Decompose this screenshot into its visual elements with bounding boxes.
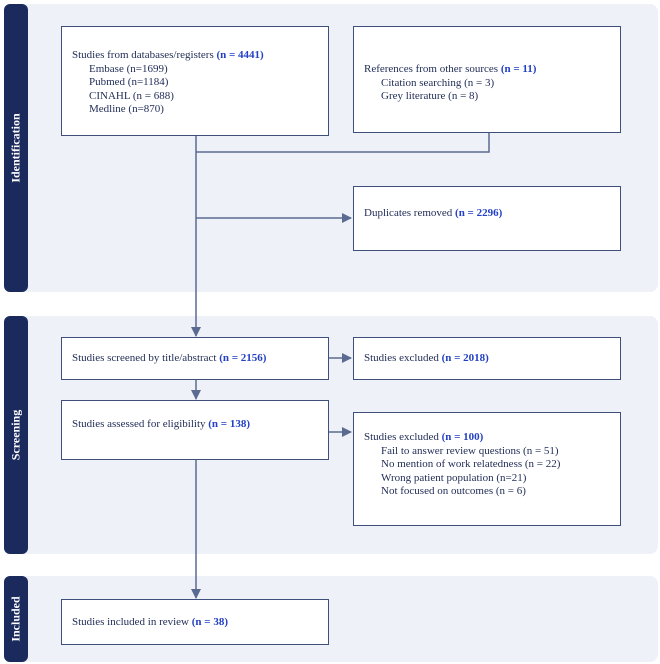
duplicates-count: (n = 2296) <box>455 207 503 219</box>
other-sources-title: References from other sources <box>364 63 499 75</box>
exclusion-reason: Fail to answer review questions (n = 51) <box>381 444 559 457</box>
other-source-item: Citation searching (n = 3) <box>381 76 495 89</box>
excluded-count: (n = 2018) <box>441 352 489 364</box>
database-item: Embase (n=1699) <box>89 62 168 75</box>
database-item: Pubmed (n=1184) <box>89 76 169 88</box>
databases-box: Studies from databases/registers (n = 44… <box>61 26 329 136</box>
database-item: CINAHL (n = 688) <box>89 89 174 102</box>
excluded-full-box: Studies excluded (n = 100) Fail to answe… <box>353 412 621 526</box>
excluded-full-heading: Studies excluded (n = 100) <box>364 431 612 445</box>
duplicates-title: Duplicates removed <box>364 207 453 219</box>
assessed-box: Studies assessed for eligibility (n = 13… <box>61 400 329 460</box>
duplicates-box: Duplicates removed (n = 2296) <box>353 186 621 251</box>
databases-count: (n = 4441) <box>216 49 264 61</box>
other-sources-box: References from other sources (n = 11) C… <box>353 26 621 133</box>
databases-title: Studies from databases/registers <box>72 49 214 61</box>
included-title: Studies included in review <box>72 616 190 628</box>
assessed-title: Studies assessed for eligibility <box>72 418 206 430</box>
excluded-full-title: Studies excluded <box>364 431 439 443</box>
excluded-title: Studies excluded <box>364 352 439 364</box>
other-sources-heading: References from other sources (n = 11) <box>364 63 612 77</box>
exclusion-reason: Not focused on outcomes (n = 6) <box>381 485 526 497</box>
exclusion-reason: No mention of work relatedness (n = 22) <box>381 458 561 470</box>
connector-other-sources <box>196 133 490 153</box>
other-sources-count: (n = 11) <box>500 63 537 75</box>
assessed-count: (n = 138) <box>208 418 250 430</box>
screened-title: Studies screened by title/abstract <box>72 352 217 364</box>
screened-count: (n = 2156) <box>219 352 267 364</box>
screening-sidebar: Screening <box>4 316 28 554</box>
other-source-item: Grey literature (n = 8) <box>381 90 479 102</box>
included-count: (n = 38) <box>191 616 228 628</box>
identification-sidebar: Identification <box>4 4 28 292</box>
included-box: Studies included in review (n = 38) <box>61 599 329 645</box>
included-sidebar: Included <box>4 576 28 662</box>
database-item: Medline (n=870) <box>89 103 164 115</box>
exclusion-reason: Wrong patient population (n=21) <box>381 471 527 484</box>
databases-heading: Studies from databases/registers (n = 44… <box>72 49 320 63</box>
excluded-full-count: (n = 100) <box>441 431 484 443</box>
excluded-box: Studies excluded (n = 2018) <box>353 337 621 380</box>
screened-box: Studies screened by title/abstract (n = … <box>61 337 329 380</box>
